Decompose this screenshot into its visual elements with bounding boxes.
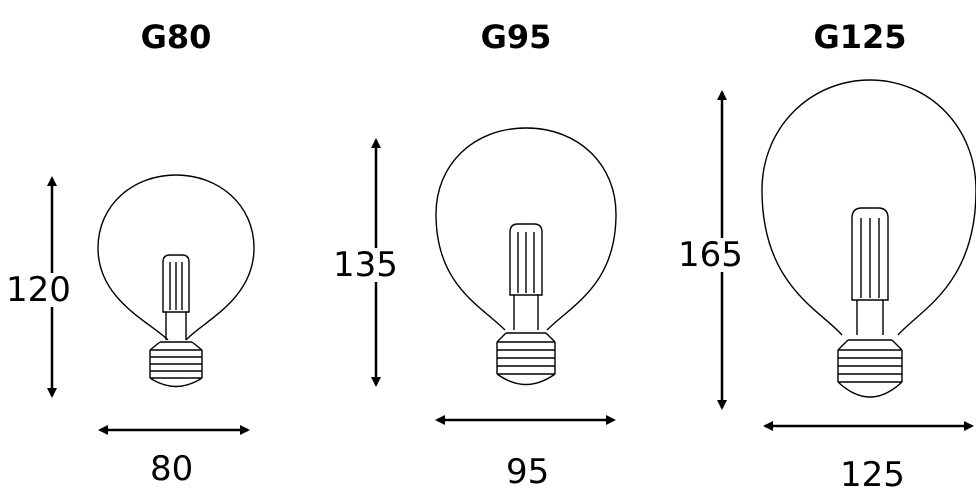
bulb-g125-globe [761, 79, 976, 336]
bulb-title-g125: G125 [813, 18, 907, 56]
g95-width-label: 95 [506, 452, 550, 492]
g80-width-label: 80 [150, 449, 194, 489]
bulb-title-g95: G95 [480, 18, 552, 56]
bulb-g95-neck [513, 295, 539, 330]
bulb-g80 [97, 174, 255, 388]
bulb-g95-base [496, 332, 556, 386]
g95-height-label: 135 [333, 245, 398, 285]
bulb-g95-filament [509, 223, 543, 296]
bulb-g125-filament [851, 207, 889, 301]
bulb-g125-base [837, 339, 903, 398]
bulb-g125 [761, 79, 976, 398]
g80-height-label: 120 [6, 270, 71, 310]
bulb-g80-base [149, 341, 203, 388]
g125-height-label: 165 [678, 235, 743, 275]
bulb-g80-neck [165, 312, 187, 340]
bulb-g125-neck [856, 300, 884, 335]
g125-width-label: 125 [840, 455, 905, 495]
bulb-g80-globe [97, 174, 255, 341]
bulb-g95-globe [435, 127, 617, 331]
bulb-title-g80: G80 [140, 18, 212, 56]
bulb-g95 [435, 127, 617, 386]
bulb-g80-filament [162, 254, 190, 313]
